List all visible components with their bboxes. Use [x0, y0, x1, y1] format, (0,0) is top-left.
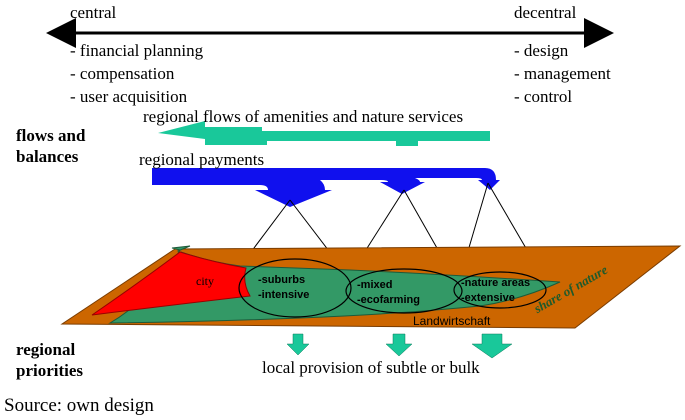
decentral-label: decentral	[514, 3, 577, 22]
priority-arrows	[286, 333, 513, 359]
amenities-flow-label: regional flows of amenities and nature s…	[143, 107, 464, 126]
zone-nature-ellipse	[453, 271, 547, 309]
zone-mixed-line2: -ecofarming	[357, 294, 420, 306]
decentral-item-2: - management	[514, 64, 611, 83]
central-item-3: - user acquisition	[70, 87, 188, 106]
central-item-2: - compensation	[70, 64, 175, 83]
landwirtschaft-label: Landwirtschaft	[413, 314, 491, 328]
zone-nature-line1: -nature areas	[461, 277, 531, 289]
amenities-flow-arrow	[158, 121, 490, 146]
decentral-item-1: - design	[514, 41, 569, 60]
city-label: city	[196, 274, 214, 288]
central-item-1: - financial planning	[70, 41, 204, 60]
priorities-heading-line1: regional	[16, 340, 76, 359]
decentral-item-3: - control	[514, 87, 573, 106]
provision-label: local provision of subtle or bulk	[262, 358, 480, 377]
payments-flow-label: regional payments	[139, 150, 265, 169]
source-caption: Source: own design	[4, 395, 154, 416]
flows-heading-line1: flows and	[16, 126, 86, 145]
zone-mixed-ellipse	[345, 268, 463, 314]
zone-suburbs-line2: -intensive	[258, 289, 310, 301]
city-wedge	[91, 251, 251, 316]
zone-suburbs-ellipse	[238, 258, 352, 318]
zone-suburbs-line1: -suburbs	[258, 274, 306, 286]
central-label: central	[70, 3, 117, 22]
priorities-heading-line2: priorities	[16, 361, 84, 380]
flows-heading-line2: balances	[16, 147, 79, 166]
zone-mixed-line1: -mixed	[357, 279, 393, 291]
zone-nature-line2: -extensive	[461, 292, 515, 304]
payments-flow-arrow	[152, 168, 500, 207]
